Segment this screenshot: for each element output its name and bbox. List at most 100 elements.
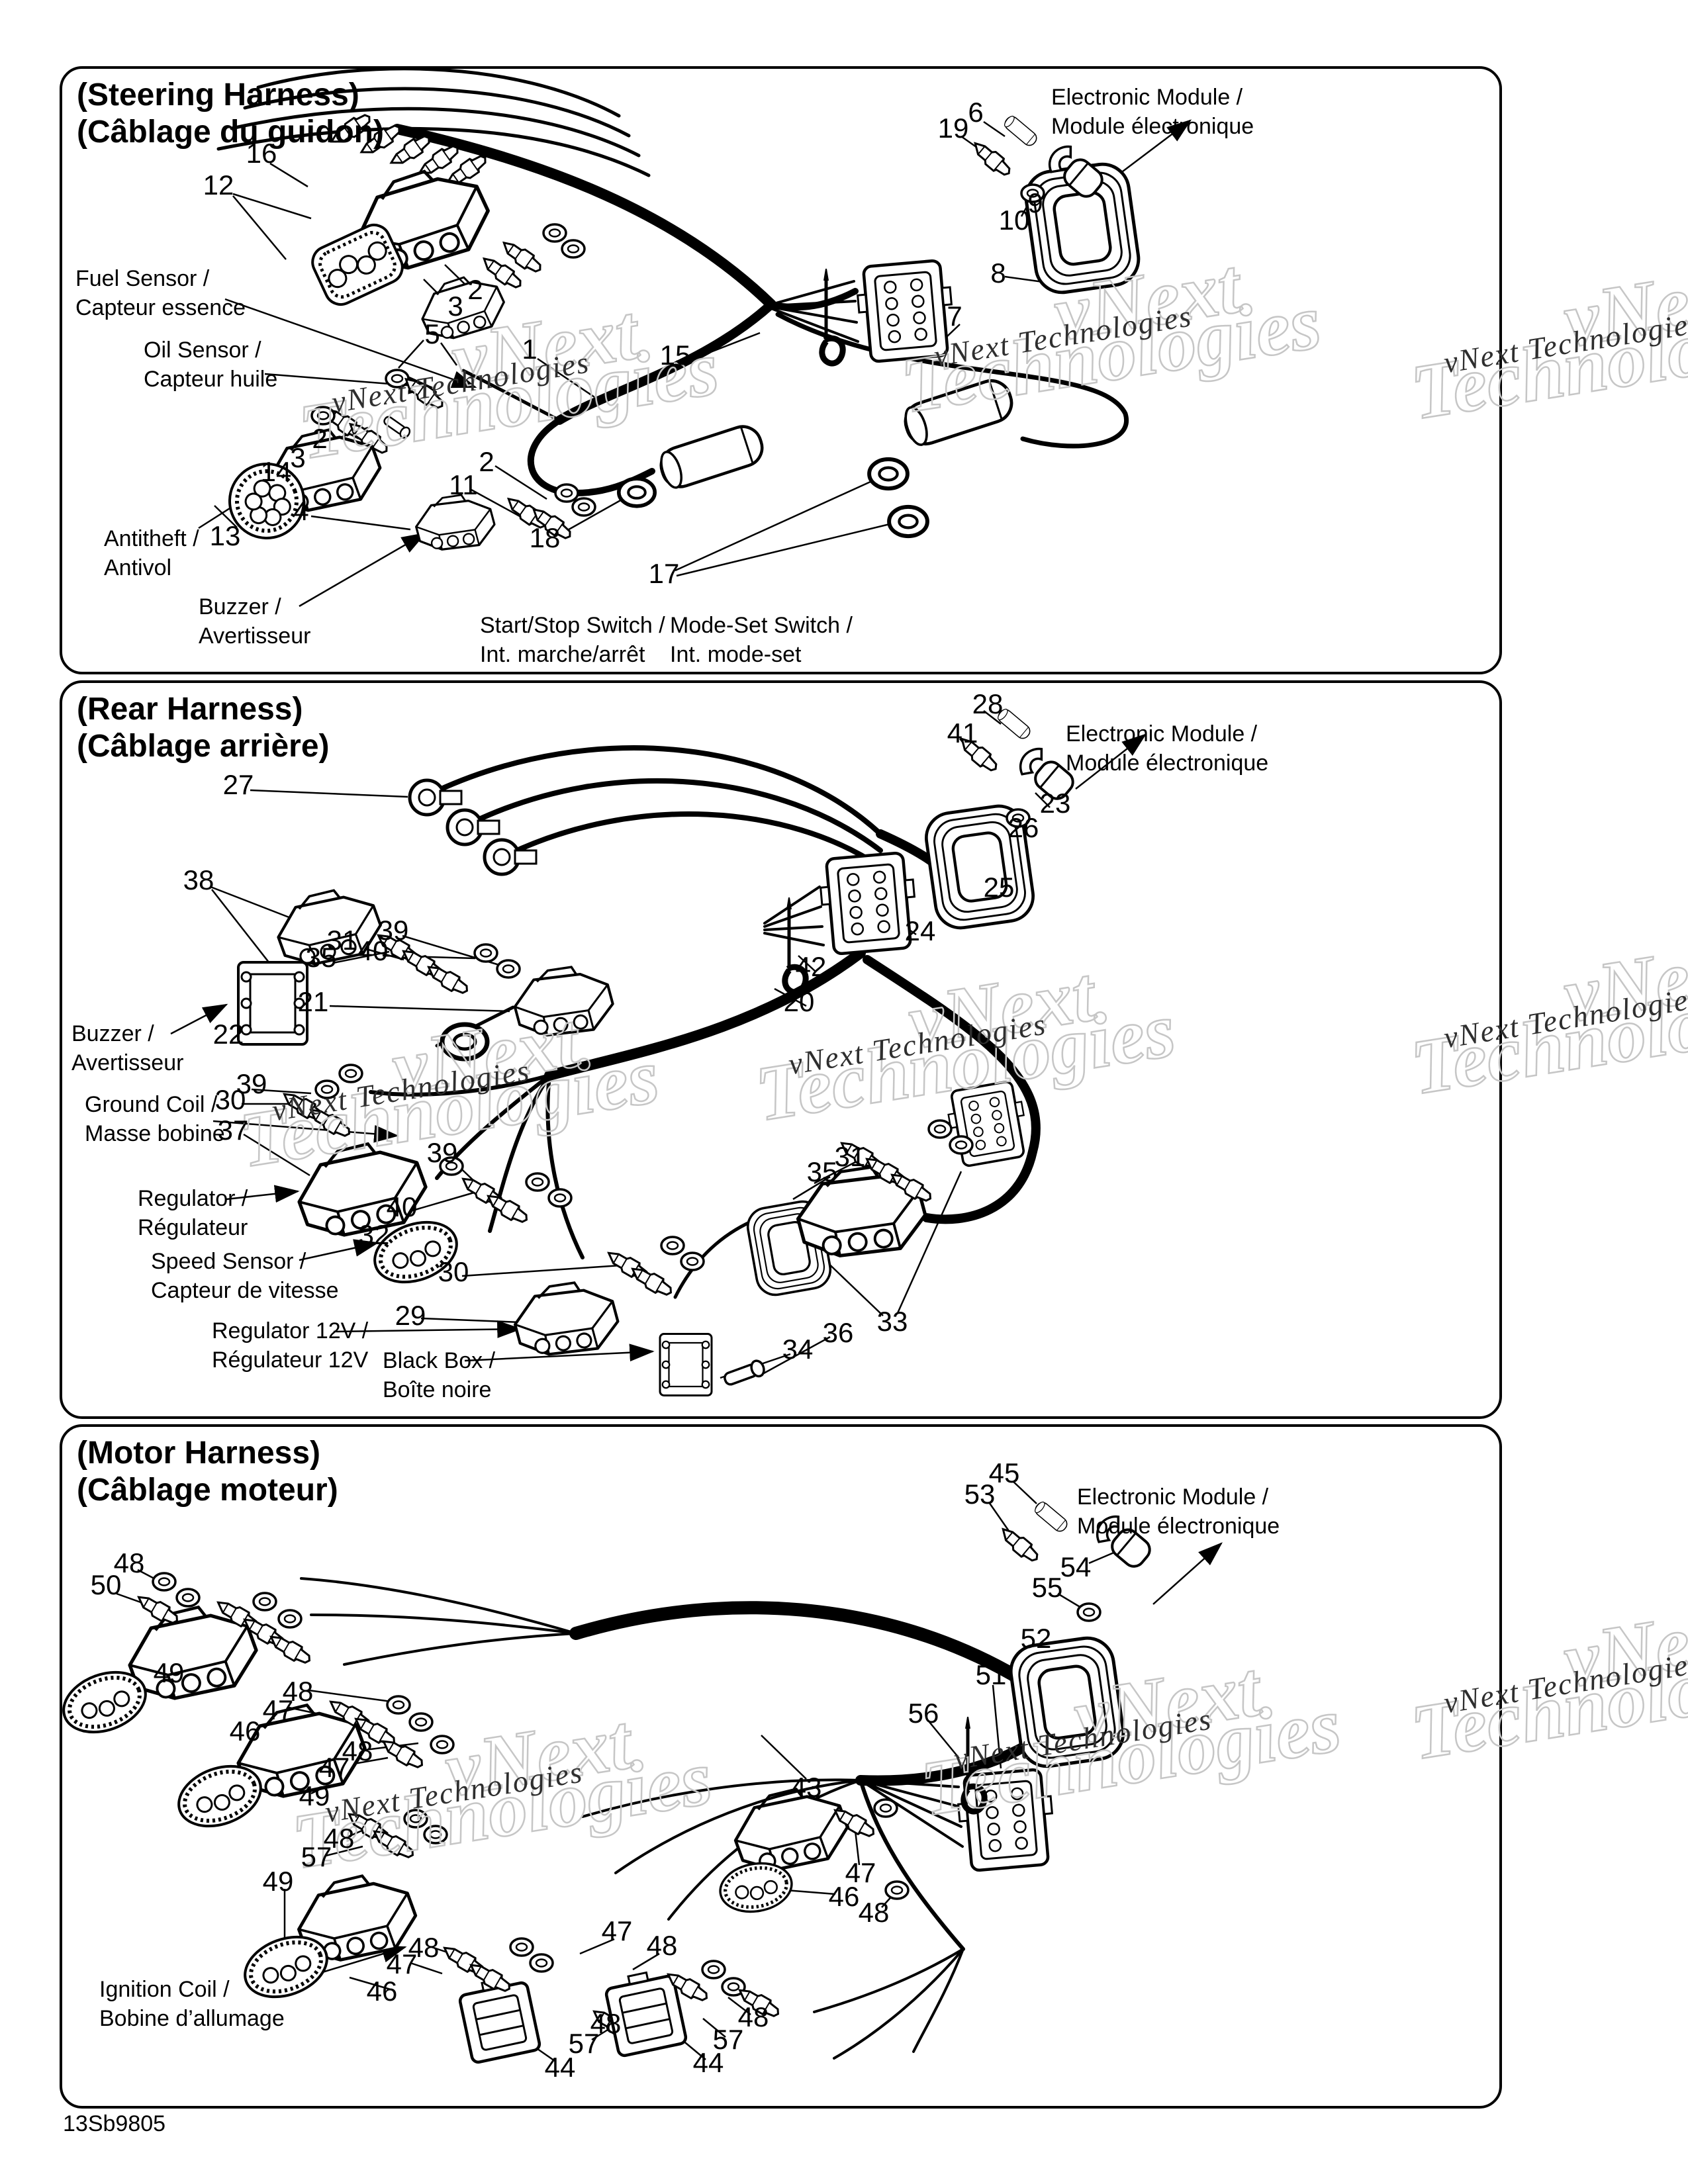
wire [770, 300, 857, 307]
wire [770, 307, 859, 343]
leader-line [398, 340, 424, 369]
leader-line [471, 488, 528, 522]
leader-line [820, 1255, 884, 1316]
leader-line [210, 886, 300, 923]
leader-line [494, 465, 547, 500]
wire [392, 124, 776, 310]
leader-line [333, 1320, 522, 1338]
wire [310, 1614, 577, 1635]
leader-line [792, 1175, 831, 1201]
wire [763, 925, 823, 931]
leader-line [983, 710, 1002, 725]
leader-line [243, 1133, 310, 1177]
leader-line [444, 264, 467, 287]
wire [216, 127, 651, 177]
leader-line [440, 342, 458, 366]
leader-line [214, 505, 238, 528]
panel-motor-harness: (Motor Harness) (Câblage moteur) [60, 1424, 1502, 2109]
panel-title-line2: (Câblage du guidon) [77, 114, 384, 150]
leader-line [410, 1191, 475, 1212]
panel-title-rear: (Rear Harness) (Câblage arrière) [77, 691, 330, 764]
leader-line [814, 1161, 856, 1185]
leader-line [579, 1938, 615, 1955]
wire [813, 1948, 964, 2013]
leader-line [676, 522, 896, 577]
leader-line [537, 357, 595, 398]
leader-line [798, 955, 816, 972]
panel-title-line2: (Câblage moteur) [77, 1472, 338, 1508]
wire [833, 1948, 964, 2060]
leader-line [929, 1721, 961, 1760]
leader-line [1119, 119, 1192, 174]
panel-title-motor: (Motor Harness) (Câblage moteur) [77, 1435, 338, 1508]
leader-line [762, 1336, 831, 1375]
leader-line [224, 298, 477, 388]
document-code: 13Sb9805 [63, 2111, 166, 2136]
wire [434, 745, 883, 837]
wire [770, 306, 858, 324]
leader-line [170, 1003, 228, 1035]
wire [343, 1632, 577, 1666]
leader-line [349, 1976, 391, 1991]
wire [859, 1779, 961, 1808]
wire [230, 107, 641, 158]
wire [859, 1779, 960, 1788]
leader-line [1035, 792, 1051, 808]
leader-line [774, 987, 807, 1007]
leader-line [251, 1088, 312, 1095]
leader-line [983, 120, 1006, 138]
leader-line [308, 1689, 397, 1704]
leader-line [325, 1845, 363, 1857]
leader-line [896, 1171, 962, 1314]
leader-line [329, 1005, 510, 1013]
leader-line [992, 1684, 1002, 1769]
wire [488, 1073, 551, 1233]
art-steering-harness [198, 67, 1192, 608]
wire [545, 1073, 585, 1259]
leader-line [250, 789, 408, 798]
leader-line [212, 1120, 399, 1143]
leader-line [675, 477, 880, 572]
wire [614, 1779, 862, 1874]
wire [763, 886, 821, 925]
leader-line [299, 532, 427, 608]
panel-rear-harness: (Rear Harness) (Câblage arrière) [60, 680, 1502, 1419]
leader-line [854, 1830, 861, 1866]
panel-title-line1: (Rear Harness) [77, 692, 303, 727]
leader-line [232, 195, 287, 260]
wire [863, 955, 1041, 1224]
leader-line [632, 1952, 660, 1971]
wire [544, 948, 866, 1081]
wire [859, 1779, 962, 1828]
art-rear-harness [170, 706, 1147, 1396]
leader-line [1152, 1542, 1223, 1605]
leader-line [702, 2018, 726, 2038]
wire [555, 300, 776, 425]
panel-title-line1: (Motor Harness) [77, 1435, 321, 1471]
wire [763, 932, 825, 946]
leader-line [410, 1962, 443, 1975]
leader-line [461, 1264, 622, 1277]
panel-title-steering: (Steering Harness) (Câblage du guidon) [77, 77, 384, 150]
leader-line [464, 1343, 655, 1362]
leader-line [299, 1239, 379, 1261]
leader-line [727, 1997, 751, 2015]
wire [859, 1779, 964, 1848]
wire [369, 1073, 551, 1097]
leader-line [988, 1502, 1011, 1533]
leader-line [332, 950, 390, 964]
leader-line [269, 162, 308, 188]
leader-line [761, 1735, 807, 1780]
wire [912, 1948, 964, 2053]
wire [300, 1577, 577, 1635]
leader-line [559, 495, 628, 536]
panel-steering-harness: (Steering Harness) (Câblage du guidon) [60, 66, 1502, 674]
art-motor-harness [55, 1480, 1223, 2064]
wire [581, 1778, 862, 1818]
leader-line [688, 332, 761, 362]
wire [243, 87, 631, 138]
leader-line [1012, 1480, 1037, 1504]
panel-title-line2: (Câblage arrière) [77, 728, 330, 764]
